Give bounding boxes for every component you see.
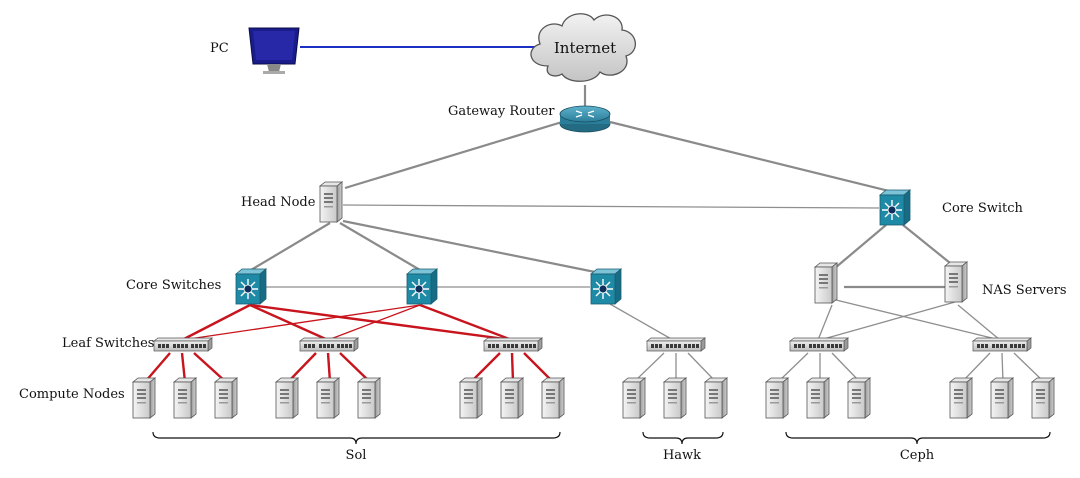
leaf-switches-label: Leaf Switches [62,336,154,351]
compute-node-icon [500,377,524,419]
leaf-compute-link [687,352,717,383]
fabric-link [249,303,513,342]
links [144,46,1045,383]
fabric-link [510,352,515,383]
core-switch-icon [235,268,267,305]
compute-nodes-label: Compute Nodes [19,387,125,402]
head-node-server-icon [319,181,343,223]
core-switches-label: Core Switches [126,278,221,293]
core-switch-icon [879,189,911,226]
nas-server-icon [944,261,968,303]
compute-node-icon [132,377,156,419]
fabric-link [180,352,187,383]
router-icon [559,105,611,133]
router-coreswitch-link [609,120,894,194]
compute-node-icon [1031,377,1055,419]
core-switch-icon [590,268,622,305]
compute-nodes [132,377,1055,419]
compute-node-icon [765,377,789,419]
headnode-coreswitch-link [342,204,880,209]
hawk-brace [642,431,724,445]
fabric-link [326,352,332,383]
leaf-compute-link [777,352,809,383]
nas-leaf-link [957,304,1001,341]
leaf-switch-icon [972,337,1032,352]
compute-node-icon [990,377,1014,419]
core3-hawk-leaf-link [609,303,674,341]
compute-node-icon [663,377,687,419]
leaf-compute-link [1001,352,1004,383]
nas-leaf-link [819,301,956,341]
leaf-compute-link [1013,352,1045,383]
fabric-link [419,303,513,342]
nas-leaf-link [835,299,1001,341]
headnode-core1-link [250,222,331,271]
fabric-link [470,352,501,383]
leaf-switch-icon [646,337,706,352]
cloud-icon [530,13,636,82]
compute-node-icon [275,377,299,419]
router-headnode-link [344,120,563,190]
ceph-cluster-label: Ceph [900,448,935,463]
compute-node-icon [847,377,871,419]
compute-node-icon [316,377,340,419]
coreswitch-nas1-link [834,224,887,269]
headnode-core3-link [342,219,596,274]
hawk-cluster-label: Hawk [663,448,701,463]
internet-label: Internet [554,39,616,57]
compute-node-icon [704,377,728,419]
sol-brace [152,431,561,445]
ceph-brace [785,431,1051,445]
fabric-link [181,304,421,341]
leaf-switch-icon [299,337,359,352]
fabric-link [193,352,227,383]
fabric-link [181,303,251,342]
compute-node-icon [949,377,973,419]
leaf-switch-icon [483,337,543,352]
compute-node-icon [541,377,565,419]
nas-leaf-link [817,304,833,341]
leaf-compute-link [633,352,665,383]
head-node-label: Head Node [241,195,316,210]
nas-server-icon [814,262,838,304]
leaf-switch-icon [789,337,849,352]
monitor-icon [248,27,300,74]
compute-node-icon [214,377,238,419]
leaf-compute-link [831,352,861,383]
fabric-link [249,303,329,342]
core-switch-label: Core Switch [942,201,1024,216]
headnode-core2-link [339,222,421,271]
fabric-link [523,352,554,383]
leaf-compute-link [961,352,991,383]
fabric-link [287,352,317,383]
fabric-link [339,352,371,383]
coreswitch-nas2-link [902,224,956,268]
fabric-link [144,352,171,383]
nas-servers-label: NAS Servers [982,283,1067,298]
gateway-router-label: Gateway Router [448,104,555,119]
sol-cluster-label: Sol [346,448,367,463]
compute-node-icon [357,377,381,419]
compute-node-icon [173,377,197,419]
compute-node-icon [622,377,646,419]
fabric-link [327,304,421,341]
pc-label: PC [210,41,229,56]
compute-node-icon [459,377,483,419]
leaf-switch-icon [153,337,213,352]
compute-node-icon [806,377,830,419]
core-switch-icon [406,268,438,305]
